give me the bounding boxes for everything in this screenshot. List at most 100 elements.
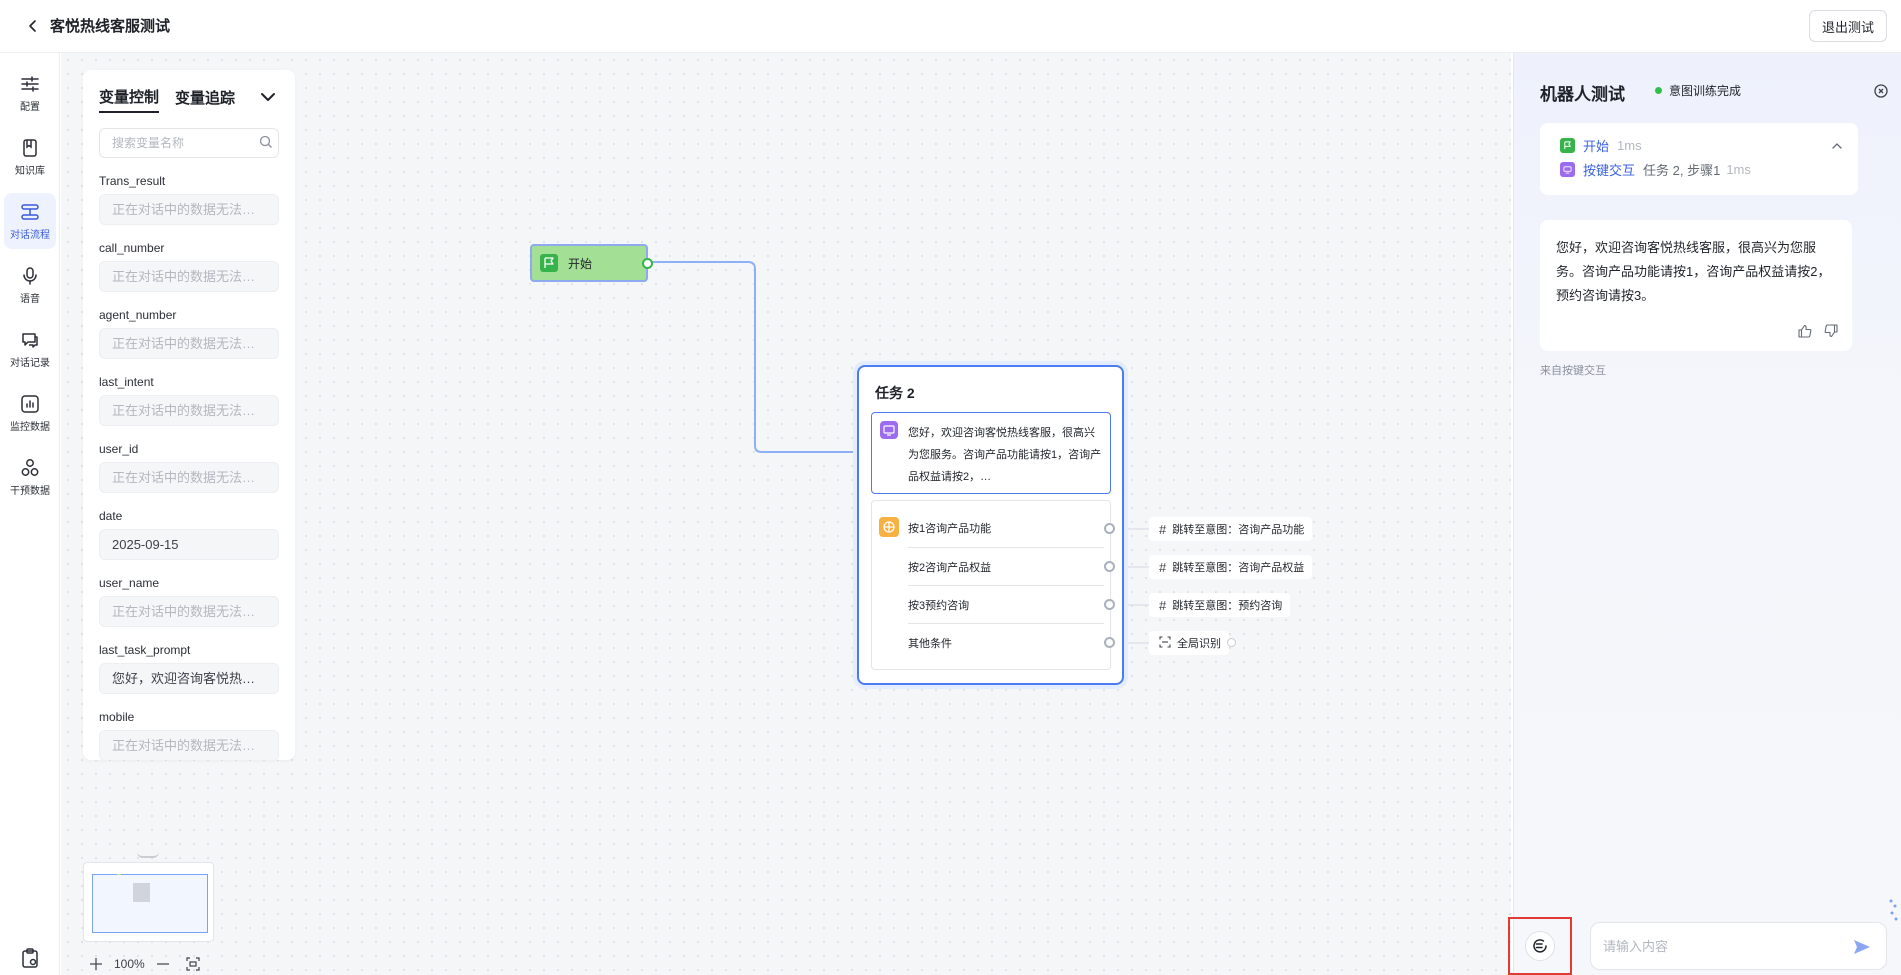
task-message-text: 您好，欢迎咨询客悦热线客服，很高兴为您服务。咨询产品功能请按1，咨询产品权益请按… xyxy=(908,427,1102,483)
global-recognition-node[interactable]: 全局识别 xyxy=(1149,631,1229,655)
minimap-toggle[interactable] xyxy=(137,852,159,858)
jump-target-label: 跳转至意图：咨询产品权益 xyxy=(1172,562,1305,574)
flow-canvas[interactable] xyxy=(61,53,1511,975)
page-title: 客悦热线客服测试 xyxy=(50,18,171,35)
trace-name: 按键交互 xyxy=(1583,163,1636,178)
trace-name: 开始 xyxy=(1583,139,1610,154)
jump-target-node[interactable]: # 跳转至意图：咨询产品权益 xyxy=(1149,555,1313,579)
task-message-step[interactable]: 您好，欢迎咨询客悦热线客服，很高兴为您服务。咨询产品功能请按1，咨询产品权益请按… xyxy=(871,412,1111,494)
variable-value[interactable]: 2025-09-15 xyxy=(99,529,279,560)
jump-target-node[interactable]: #跳转至意图：咨询产品功能 xyxy=(1149,517,1313,541)
flag-icon xyxy=(1560,138,1575,153)
left-nav: 配置 知识库 对话流程 语音 对话记录 监控数据 干预数据 xyxy=(0,53,60,975)
thumbs-up-icon[interactable] xyxy=(1798,324,1812,338)
zoom-out-button[interactable] xyxy=(155,956,171,972)
task-node[interactable]: 任务 2 您好，欢迎咨询客悦热线客服，很高兴为您服务。咨询产品功能请按1，咨询产… xyxy=(857,365,1124,685)
nav-item-voice[interactable]: 语音 xyxy=(4,257,56,313)
nav-item-intervention[interactable]: 干预数据 xyxy=(4,449,56,505)
flow-icon xyxy=(21,203,39,220)
option-row[interactable]: 按3预约咨询 xyxy=(908,585,1104,623)
variable-name: mobile xyxy=(99,710,135,724)
start-node[interactable]: 开始 xyxy=(530,244,653,282)
jump-target-node[interactable]: #跳转至意图：预约咨询 xyxy=(1149,593,1291,617)
list-item: last_task_prompt 您好，欢迎咨询客悦热线客服 xyxy=(99,643,279,710)
minimap[interactable] xyxy=(83,862,214,942)
variable-value[interactable]: 正在对话中的数据无法修改 xyxy=(99,194,279,225)
nav-label: 对话流程 xyxy=(10,229,50,241)
minimap-viewport[interactable] xyxy=(92,874,208,933)
option-output-port[interactable] xyxy=(1104,561,1115,572)
variable-search-input[interactable] xyxy=(99,128,279,158)
bot-message-bubble: 您好，欢迎咨询客悦热线客服，很高兴为您服务。咨询产品功能请按1，咨询产品权益请按… xyxy=(1540,220,1852,351)
option-output-port[interactable] xyxy=(1104,637,1115,648)
jump-target-label: 跳转至意图：咨询产品功能 xyxy=(1172,524,1305,536)
hash-icon: # xyxy=(1159,559,1167,575)
zoom-level: 100% xyxy=(114,957,145,971)
tab-variable-control[interactable]: 变量控制 xyxy=(99,86,160,113)
trace-row[interactable]: 按键交互 任务 2, 步骤1 1ms xyxy=(1560,160,1751,179)
trace-row[interactable]: 开始 1ms xyxy=(1560,136,1642,155)
variable-value[interactable]: 您好，欢迎咨询客悦热线客服 xyxy=(99,663,279,694)
start-node-label: 开始 xyxy=(568,256,593,271)
option-output-port[interactable] xyxy=(1104,599,1115,610)
variable-name: Trans_result xyxy=(99,174,166,188)
sliders-icon xyxy=(21,75,39,92)
robot-test-title: 机器人测试 xyxy=(1540,85,1625,104)
nav-item-knowledge[interactable]: 知识库 xyxy=(4,129,56,185)
start-output-port[interactable] xyxy=(642,258,653,269)
variable-name: agent_number xyxy=(99,308,177,322)
variable-value[interactable]: 正在对话中的数据无法修改 xyxy=(99,596,279,627)
nodes-icon xyxy=(21,458,39,476)
global-output-port[interactable] xyxy=(1227,638,1236,647)
option-output-port[interactable] xyxy=(1104,523,1115,534)
variable-name: last_task_prompt xyxy=(99,643,191,657)
variable-name: date xyxy=(99,509,123,523)
send-icon[interactable] xyxy=(1852,937,1872,957)
variable-value[interactable]: 正在对话中的数据无法修改 xyxy=(99,462,279,493)
status-badge: 意图训练完成 xyxy=(1655,82,1741,99)
chat-icon xyxy=(22,332,38,348)
keypad-icon xyxy=(880,421,898,439)
keypad-icon xyxy=(1560,162,1575,177)
clear-chat-icon xyxy=(1525,931,1555,961)
variable-value[interactable]: 正在对话中的数据无法修改 xyxy=(99,261,279,292)
zoom-in-button[interactable] xyxy=(88,956,104,972)
nav-item-monitor[interactable]: 监控数据 xyxy=(4,385,56,441)
list-item: user_id 正在对话中的数据无法修改 xyxy=(99,442,279,509)
clipboard-icon[interactable] xyxy=(19,947,41,969)
close-icon[interactable] xyxy=(1873,83,1889,99)
chevron-down-icon[interactable] xyxy=(259,88,277,106)
fit-view-icon[interactable] xyxy=(185,956,201,972)
list-item: mobile 正在对话中的数据无法修改 xyxy=(99,710,279,760)
variable-value[interactable]: 正在对话中的数据无法修改 xyxy=(99,730,279,760)
chevron-up-icon[interactable] xyxy=(1830,139,1844,153)
task-title: 任务 2 xyxy=(875,385,915,401)
scan-icon xyxy=(1159,635,1171,651)
microphone-icon xyxy=(23,266,37,285)
trace-time: 1ms xyxy=(1617,138,1642,153)
nav-item-config[interactable]: 配置 xyxy=(4,65,56,121)
tab-variable-trace[interactable]: 变量追踪 xyxy=(175,90,236,107)
nav-item-flow[interactable]: 对话流程 xyxy=(4,193,56,249)
global-recognition-label: 全局识别 xyxy=(1177,638,1221,650)
variable-value[interactable]: 正在对话中的数据无法修改 xyxy=(99,395,279,426)
nav-label: 对话记录 xyxy=(10,357,50,369)
zoom-controls: 100% xyxy=(88,955,201,973)
option-row[interactable]: 其他条件 xyxy=(908,623,1104,661)
exit-test-button[interactable]: 退出测试 xyxy=(1808,10,1887,42)
variable-value[interactable]: 正在对话中的数据无法修改 xyxy=(99,328,279,359)
chat-input[interactable] xyxy=(1603,935,1843,957)
clear-chat-button[interactable] xyxy=(1508,917,1572,975)
option-row[interactable]: 按1咨询产品功能 xyxy=(908,523,992,535)
thumbs-down-icon[interactable] xyxy=(1824,324,1838,338)
back-icon[interactable] xyxy=(22,15,44,37)
nav-item-records[interactable]: 对话记录 xyxy=(4,321,56,377)
option-row[interactable]: 按2咨询产品权益 xyxy=(908,547,1104,585)
list-item: agent_number 正在对话中的数据无法修改 xyxy=(99,308,279,375)
intent-icon xyxy=(879,517,899,537)
variable-name: user_id xyxy=(99,442,139,456)
variable-name: user_name xyxy=(99,576,160,590)
robot-test-panel: 机器人测试 意图训练完成 开始 1ms 按键交互 任务 2, 步骤1 1ms 您… xyxy=(1513,53,1901,975)
